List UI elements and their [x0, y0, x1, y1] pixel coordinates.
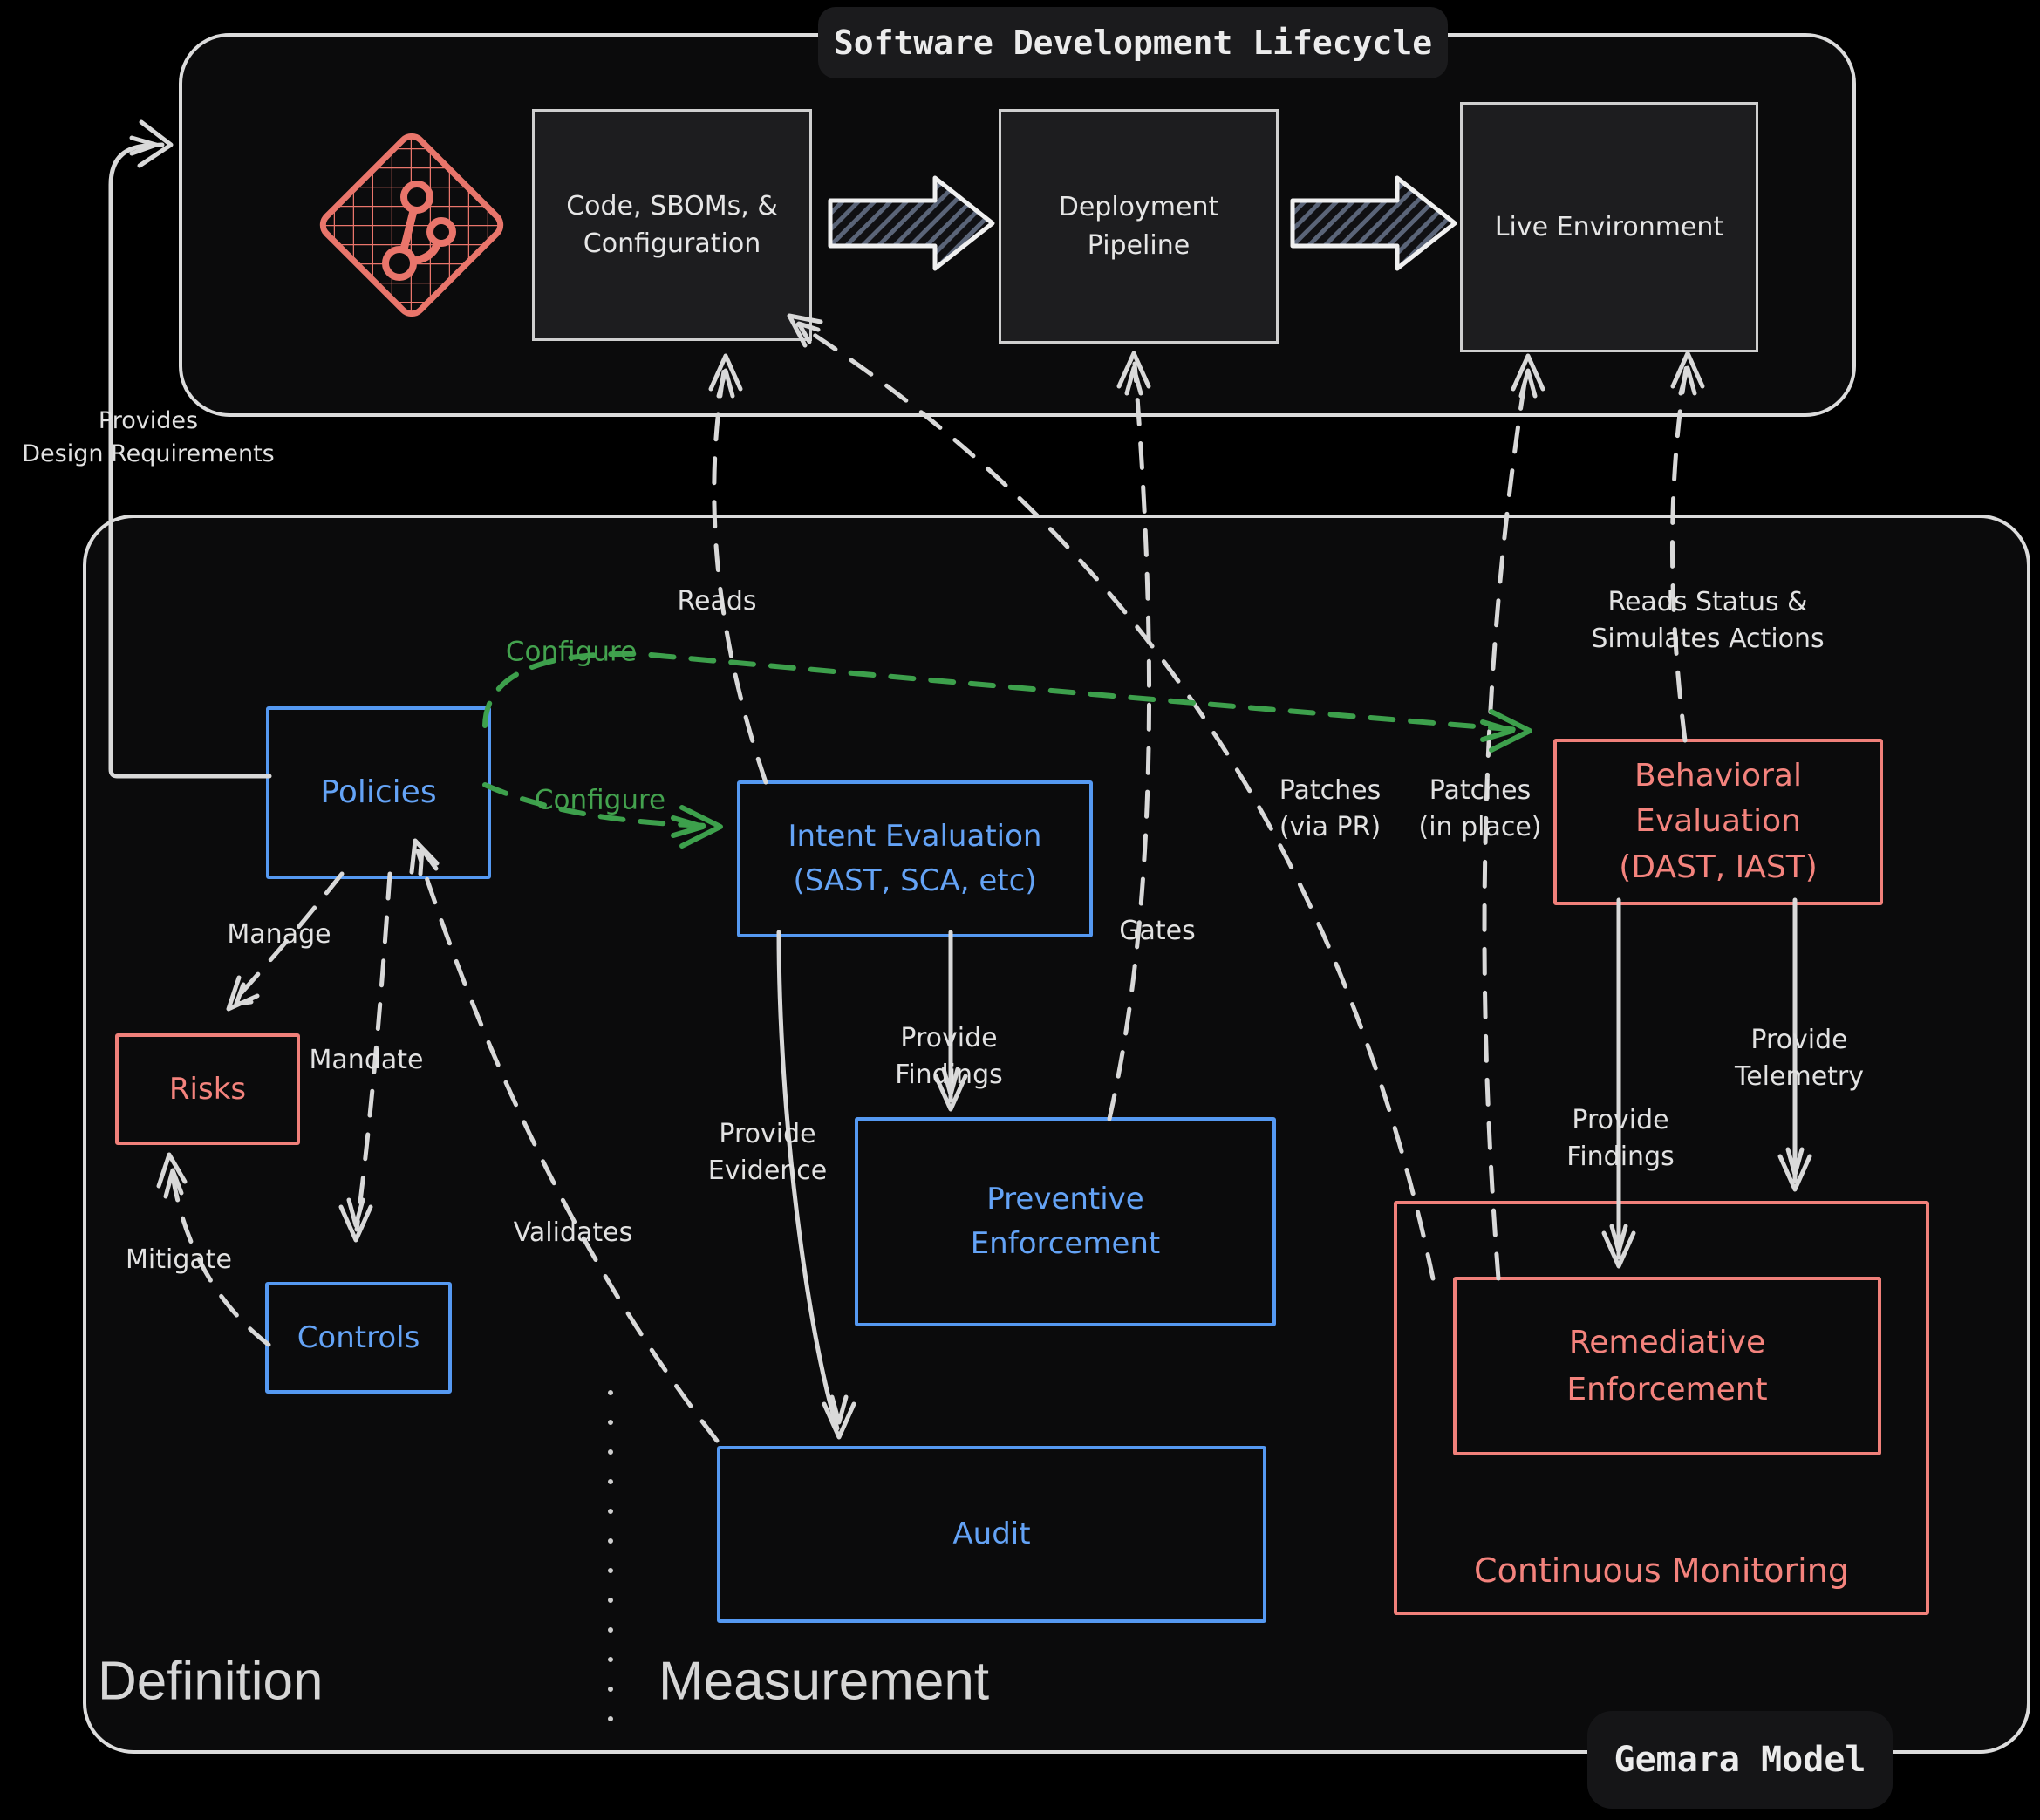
policies-box: Policies: [266, 706, 491, 879]
label-configure-top: Configure: [505, 636, 638, 668]
label-mandate: Mandate: [309, 1045, 424, 1075]
intent-label-line1: Intent Evaluation: [788, 819, 1042, 854]
section-label-definition: Definition: [98, 1651, 324, 1712]
label-patches-via-pr: Patches (via PR): [1279, 775, 1382, 842]
live-environment-box: Live Environment: [1460, 102, 1758, 352]
preventive-enforcement-box: Preventive Enforcement: [855, 1117, 1276, 1326]
label-provide-findings-intent: Provide Findings: [895, 1023, 1003, 1090]
label-manage: Manage: [227, 919, 331, 950]
risks-label: Risks: [168, 1071, 247, 1107]
remediative-label-line1: Remediative: [1568, 1324, 1766, 1360]
label-configure-bottom: Configure: [534, 784, 666, 816]
behavioral-evaluation-box: Behavioral Evaluation (DAST, IAST): [1553, 739, 1883, 905]
deployment-pipeline-box: Deployment Pipeline: [999, 109, 1279, 344]
audit-box: Audit: [717, 1446, 1266, 1623]
controls-box: Controls: [265, 1282, 452, 1394]
intent-evaluation-box: Intent Evaluation (SAST, SCA, etc): [737, 780, 1093, 937]
continuous-monitoring-box: Continuous Monitoring: [1394, 1201, 1929, 1615]
label-provides-design: Provides Design Requirements: [22, 407, 275, 467]
label-reads-status: Reads Status & Simulates Actions: [1591, 587, 1825, 654]
preventive-label-line1: Preventive: [986, 1182, 1144, 1217]
live-environment-label: Live Environment: [1494, 211, 1724, 242]
behavioral-label-line3: (DAST, IAST): [1619, 849, 1818, 885]
code-sboms-box: Code, SBOMs, & Configuration: [532, 109, 812, 341]
label-mitigate: Mitigate: [126, 1244, 232, 1275]
intent-label-line2: (SAST, SCA, etc): [793, 863, 1037, 898]
label-gates: Gates: [1119, 916, 1196, 946]
label-provide-findings-behavioral: Provide Findings: [1566, 1105, 1675, 1172]
controls-label: Controls: [297, 1319, 420, 1355]
label-reads: Reads: [677, 586, 757, 617]
label-patches-in-place: Patches (in place): [1418, 775, 1542, 842]
deployment-label-line1: Deployment: [1058, 192, 1219, 222]
label-provide-evidence: Provide Evidence: [707, 1119, 828, 1186]
code-sboms-label-line2: Configuration: [583, 228, 761, 259]
behavioral-label-line2: Evaluation: [1635, 803, 1801, 840]
gemara-model-label: Gemara Model: [1614, 1740, 1866, 1780]
section-label-measurement: Measurement: [658, 1651, 990, 1712]
sdlc-title: Software Development Lifecycle: [833, 24, 1433, 62]
policies-label: Policies: [320, 774, 437, 810]
continuous-monitoring-label: Continuous Monitoring: [1474, 1551, 1849, 1590]
sdlc-title-badge: Software Development Lifecycle: [818, 7, 1448, 78]
preventive-label-line2: Enforcement: [970, 1226, 1161, 1261]
deployment-label-line2: Pipeline: [1087, 229, 1191, 261]
remediative-label-line2: Enforcement: [1566, 1371, 1768, 1408]
gemara-model-badge: Gemara Model: [1587, 1711, 1893, 1809]
risks-box: Risks: [115, 1033, 300, 1145]
code-sboms-label-line1: Code, SBOMs, &: [566, 190, 778, 222]
label-validates: Validates: [513, 1217, 633, 1248]
behavioral-label-line1: Behavioral: [1634, 758, 1802, 794]
audit-label: Audit: [952, 1517, 1031, 1551]
remediative-enforcement-box: Remediative Enforcement: [1453, 1277, 1881, 1455]
label-provide-telemetry: Provide Telemetry: [1734, 1025, 1865, 1092]
